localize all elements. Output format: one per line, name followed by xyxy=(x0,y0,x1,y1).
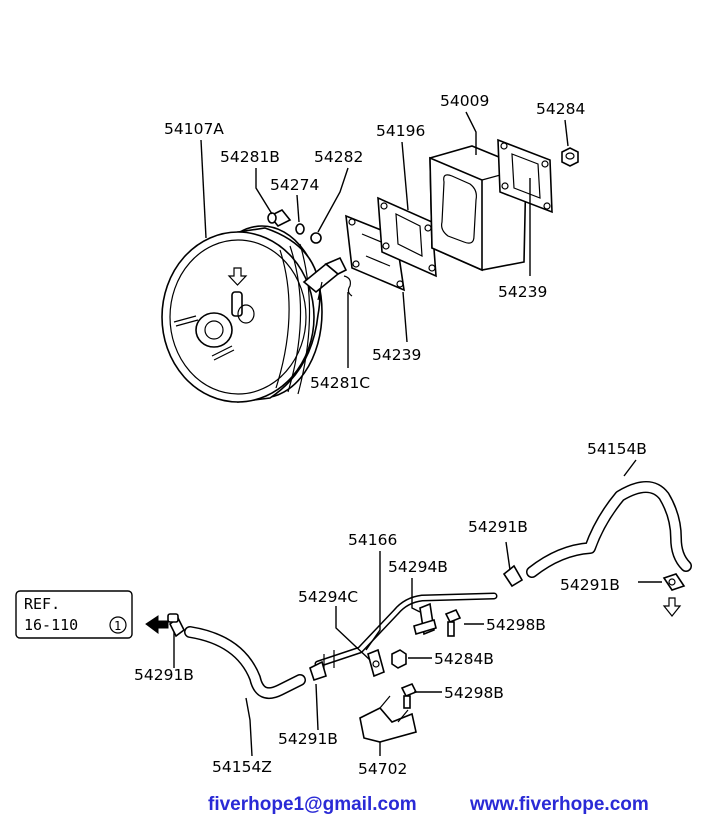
label-54009: 54009 xyxy=(440,92,489,110)
label-54298B-lower: 54298B xyxy=(444,684,504,702)
label-54239-bottom: 54239 xyxy=(372,346,421,364)
bracket-54294B xyxy=(413,602,437,636)
label-54154B: 54154B xyxy=(587,440,647,458)
hose-54154B xyxy=(526,481,692,578)
gasket-54239-rear xyxy=(497,138,553,214)
label-54291B-left: 54291B xyxy=(134,666,194,684)
label-54291B-right: 54291B xyxy=(560,576,620,594)
label-54702: 54702 xyxy=(358,760,407,778)
lower-leader-lines xyxy=(173,459,662,757)
plate-54196 xyxy=(377,196,437,278)
label-54107A: 54107A xyxy=(164,120,224,138)
bolt-54298B-upper xyxy=(444,608,462,637)
ref-line-2: 16-110 xyxy=(24,616,78,634)
booster-arrow-icon xyxy=(227,267,248,286)
reference-box[interactable]: REF. 16-110 1 xyxy=(15,590,133,639)
label-54291B-upper: 54291B xyxy=(468,518,528,536)
label-54154Z: 54154Z xyxy=(212,758,272,776)
clamp-54291B-left xyxy=(167,613,186,638)
clip-54281C xyxy=(343,275,353,297)
label-54282: 54282 xyxy=(314,148,363,166)
ref-circle-number: 1 xyxy=(114,619,121,633)
bracket-54702 xyxy=(359,695,417,743)
clamp-54291B-upper xyxy=(502,564,524,588)
label-54291B-bottom: 54291B xyxy=(278,730,338,748)
clamp-54291B-bottom xyxy=(309,660,327,682)
footer-website[interactable]: www.fiverhope.com xyxy=(470,794,649,815)
label-54281C: 54281C xyxy=(310,374,370,392)
clamp-54291B-right xyxy=(662,573,686,591)
ring-54274 xyxy=(295,223,305,235)
label-54274: 54274 xyxy=(270,176,319,194)
ref-line-1: REF. xyxy=(24,595,60,613)
label-54284: 54284 xyxy=(536,100,585,118)
nut-54284 xyxy=(561,147,579,167)
label-54294C: 54294C xyxy=(298,588,358,606)
label-54196: 54196 xyxy=(376,122,425,140)
nut-54284B xyxy=(391,649,407,669)
filled-arrow-left-icon xyxy=(145,615,169,634)
bracket-54294C xyxy=(367,648,385,678)
bolt-54298B-lower xyxy=(400,682,418,709)
label-54166: 54166 xyxy=(348,531,397,549)
label-54294B: 54294B xyxy=(388,558,448,576)
label-54298B-upper: 54298B xyxy=(486,616,546,634)
footer-email[interactable]: fiverhope1@gmail.com xyxy=(208,794,417,815)
brake-booster xyxy=(161,225,348,403)
ref-circle-icon xyxy=(109,616,127,634)
label-54284B: 54284B xyxy=(434,650,494,668)
outline-arrow-down-icon xyxy=(662,597,682,617)
ring-54282 xyxy=(310,232,322,244)
upper-leader-lines xyxy=(200,111,569,368)
label-54239-right: 54239 xyxy=(498,283,547,301)
label-54281B-top: 54281B xyxy=(220,148,280,166)
hose-54154Z xyxy=(184,626,306,699)
